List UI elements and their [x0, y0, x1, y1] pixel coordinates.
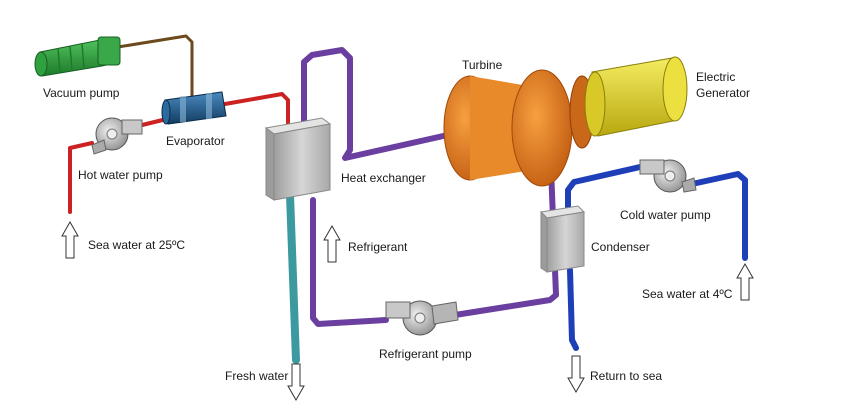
fresh-water-pipe	[286, 191, 300, 364]
evaporator-label: Evaporator	[166, 134, 225, 148]
fresh-water-arrow-icon	[287, 363, 305, 402]
vacuum-pump-label: Vacuum pump	[43, 86, 120, 100]
sea-water-cold-arrow-icon	[736, 262, 754, 301]
return-to-sea-arrow-icon	[567, 355, 585, 394]
generator-label: Generator	[696, 86, 751, 100]
heat-exchanger	[264, 117, 332, 201]
refrigerant-label: Refrigerant	[348, 240, 408, 254]
condenser-label: Condenser	[591, 240, 650, 254]
sea-water-warm-arrow-icon	[61, 220, 79, 259]
refrigerant-arrow-icon	[323, 224, 341, 263]
hot-water-pump-label: Hot water pump	[78, 168, 163, 182]
condenser	[539, 205, 586, 273]
evaporator	[161, 91, 227, 125]
return-to-sea-label: Return to sea	[590, 369, 663, 383]
hot-water-pump	[91, 117, 143, 155]
turbine	[443, 69, 595, 187]
heat-exchanger-label: Heat exchanger	[341, 171, 426, 185]
cold-water-pump-label: Cold water pump	[620, 208, 711, 222]
fresh-water-label: Fresh water	[225, 369, 289, 383]
cold-water-pipe	[565, 164, 748, 351]
turbine-label: Turbine	[462, 58, 503, 72]
sea-water-warm-label: Sea water at 25ºC	[88, 238, 186, 252]
vacuum-line	[117, 34, 194, 100]
vacuum-pump	[34, 36, 121, 77]
cold-water-pump	[639, 159, 697, 193]
electric-generator	[584, 56, 688, 137]
refrigerant-pump-label: Refrigerant pump	[379, 347, 472, 361]
refrigerant-pump	[385, 300, 459, 336]
sea-water-cold-label: Sea water at 4ºC	[642, 287, 733, 301]
electric-label: Electric	[696, 70, 736, 84]
